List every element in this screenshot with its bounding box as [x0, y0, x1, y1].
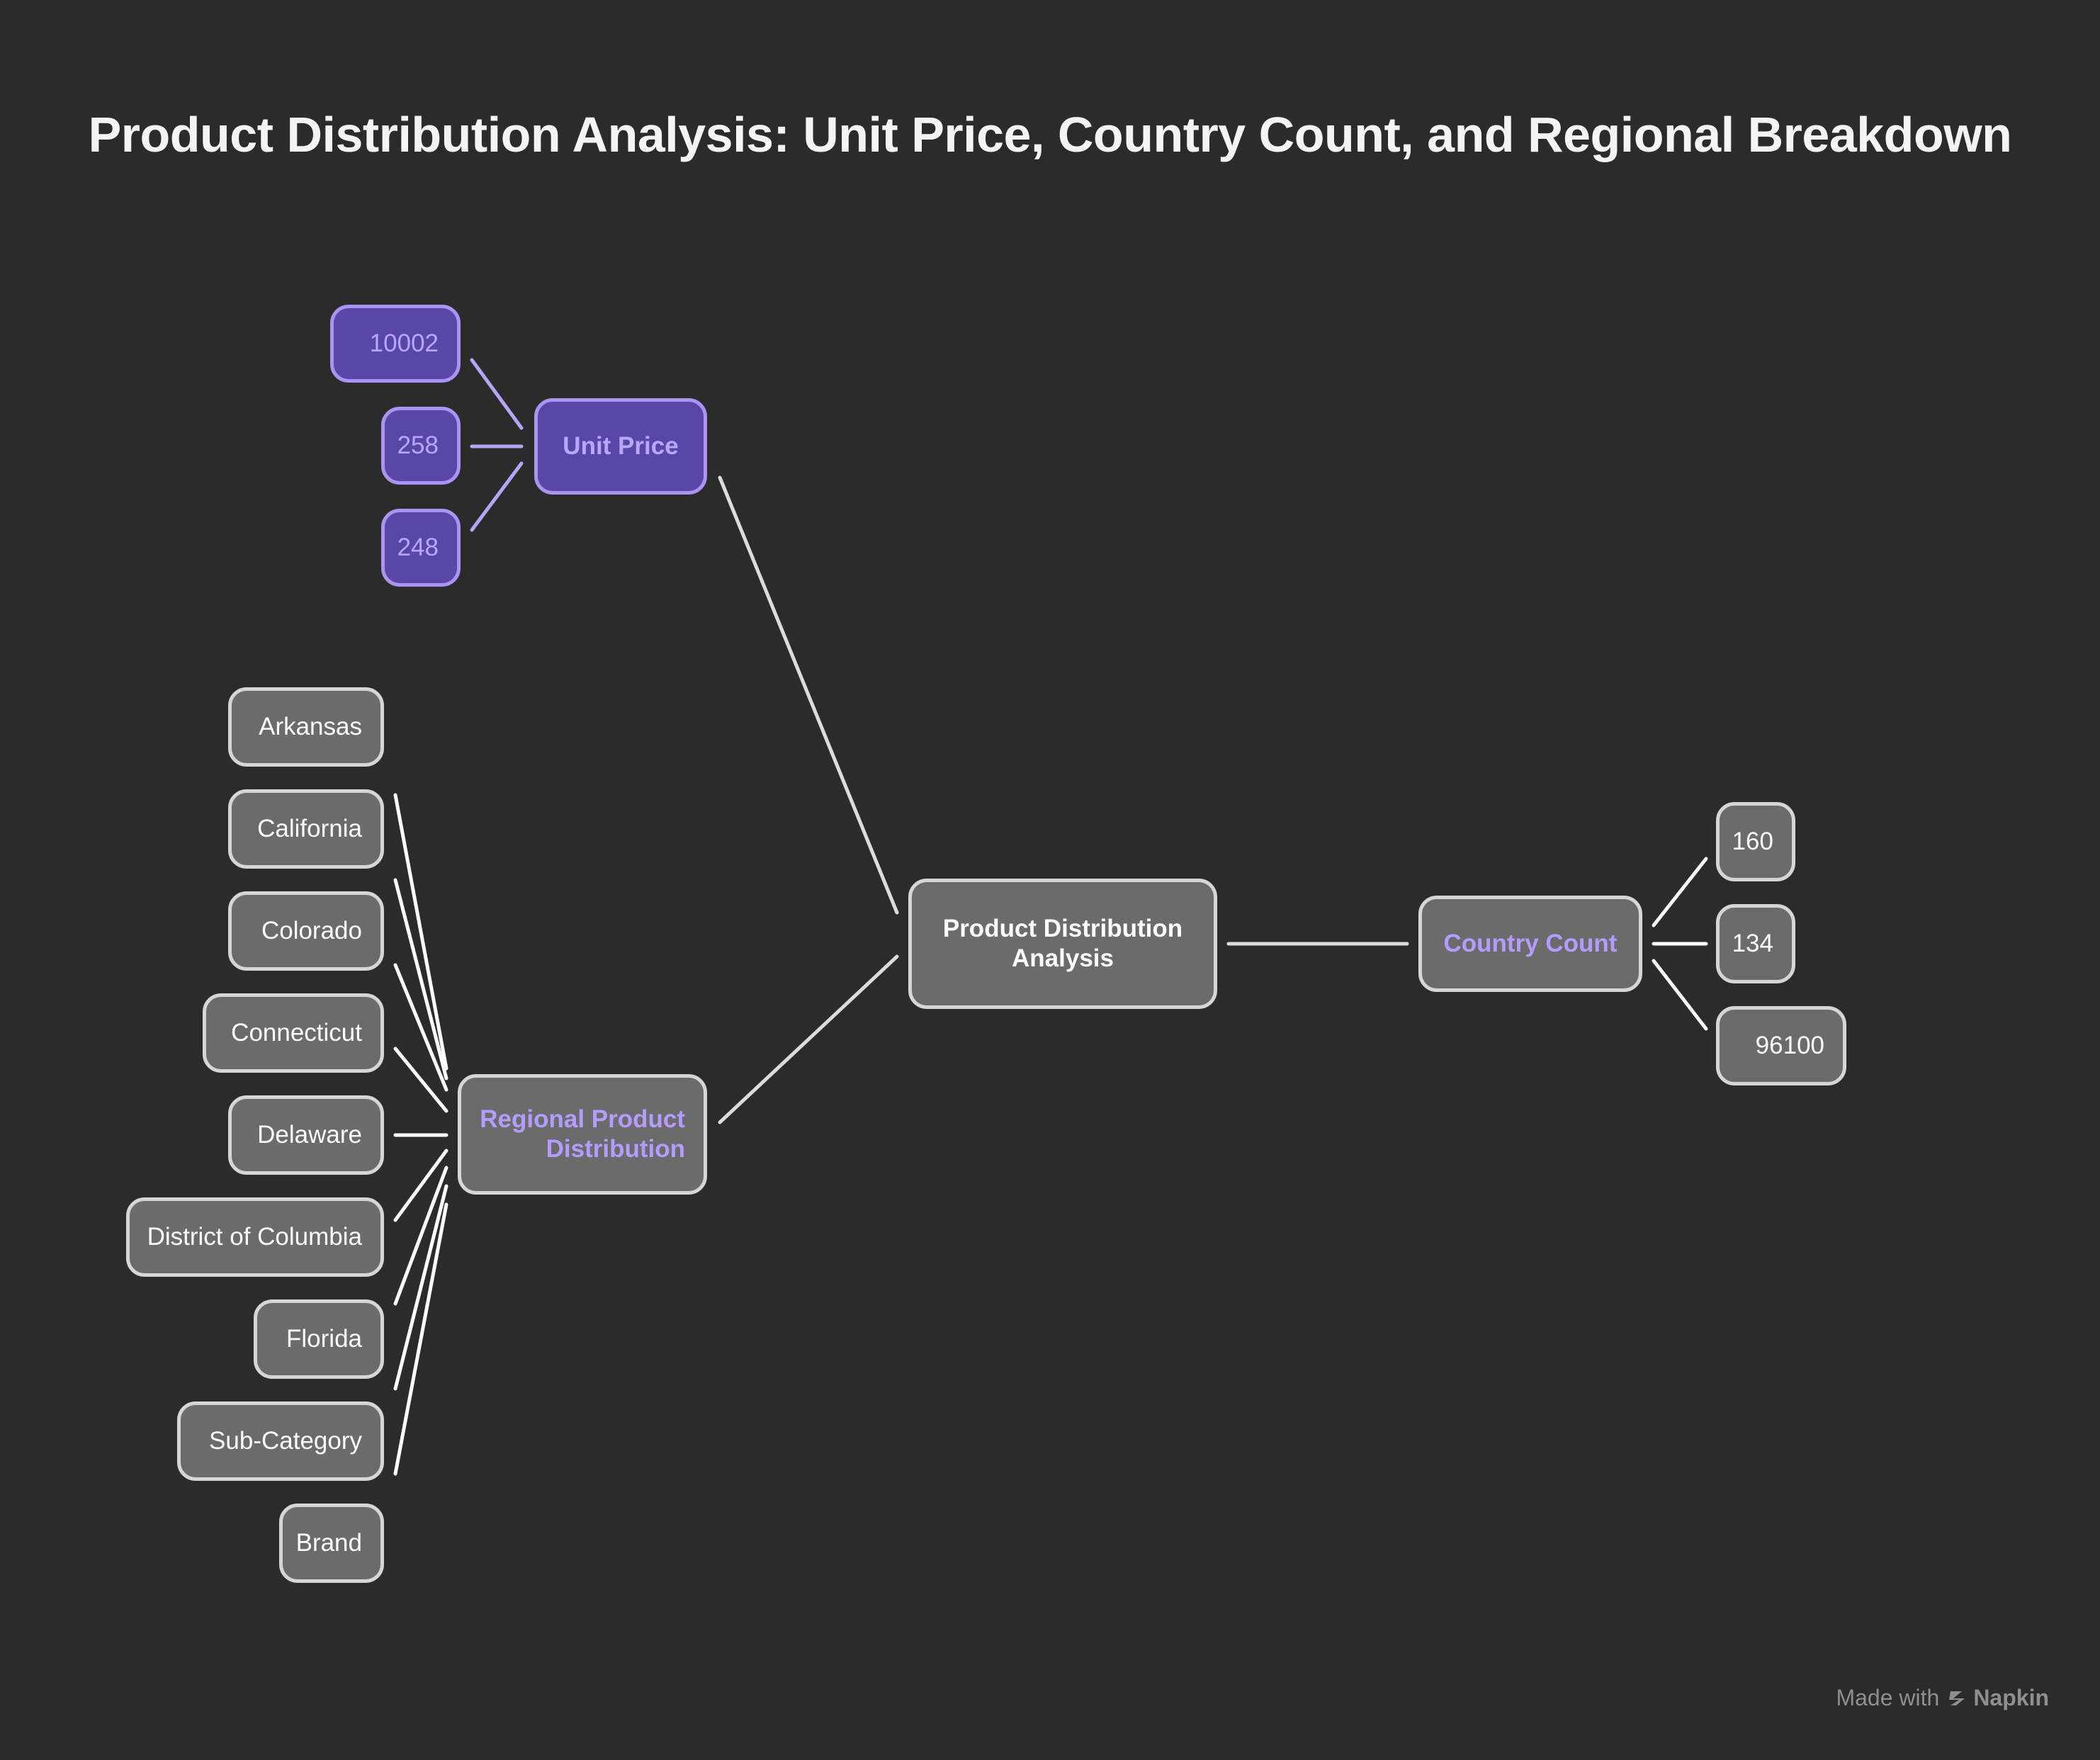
region-node-colorado[interactable]: Colorado	[228, 891, 384, 971]
napkin-logo-icon	[1949, 1691, 1965, 1705]
connector-regional-colorado	[393, 878, 448, 1081]
connector-root-unit-price	[718, 475, 899, 915]
connector-regional-delaware-a	[393, 1047, 448, 1113]
country-count-value-node[interactable]: 160	[1716, 802, 1795, 881]
connector-unit-price-248	[470, 461, 524, 532]
region-node-florida[interactable]: Florida	[254, 1299, 384, 1379]
footer-attribution: Made with Napkin	[1836, 1685, 2049, 1711]
country-count-value-node[interactable]: 96100	[1716, 1006, 1846, 1085]
region-node-brand[interactable]: Brand	[279, 1504, 384, 1583]
connector-country-160	[1652, 857, 1708, 927]
napkin-brand-label: Napkin	[1973, 1685, 2049, 1710]
napkin-brand: Napkin	[1946, 1685, 2049, 1711]
region-node-district-of-columbia[interactable]: District of Columbia	[126, 1197, 384, 1277]
made-with-label: Made with	[1836, 1685, 1940, 1710]
connector-regional-california	[393, 793, 448, 1071]
unit-price-value-node[interactable]: 258	[381, 407, 461, 485]
region-node-connecticut[interactable]: Connecticut	[203, 993, 384, 1073]
connector-country-96100	[1652, 959, 1708, 1031]
connector-root-regional	[718, 954, 899, 1124]
page-title: Product Distribution Analysis: Unit Pric…	[88, 107, 2012, 162]
country-count-value-node[interactable]: 134	[1716, 904, 1795, 983]
unit-price-node[interactable]: Unit Price	[534, 398, 707, 495]
connector-regional-subcategory	[393, 1184, 448, 1391]
connector-regional-brand	[393, 1202, 448, 1476]
region-node-delaware[interactable]: Delaware	[228, 1095, 384, 1175]
connector-unit-price-10002	[470, 358, 524, 430]
root-node[interactable]: Product Distribution Analysis	[908, 879, 1217, 1009]
country-count-node[interactable]: Country Count	[1418, 896, 1642, 992]
unit-price-value-node[interactable]: 10002	[330, 305, 461, 383]
regional-distribution-node[interactable]: Regional Product Distribution	[458, 1074, 707, 1195]
connector-regional-dc	[393, 1149, 448, 1222]
region-node-arkansas[interactable]: Arkansas	[228, 687, 384, 767]
region-node-california[interactable]: California	[228, 789, 384, 869]
unit-price-value-node[interactable]: 248	[381, 509, 461, 587]
connector-regional-connecticut	[393, 963, 448, 1092]
region-node-sub-category[interactable]: Sub-Category	[177, 1401, 384, 1481]
connector-regional-florida	[393, 1166, 448, 1306]
